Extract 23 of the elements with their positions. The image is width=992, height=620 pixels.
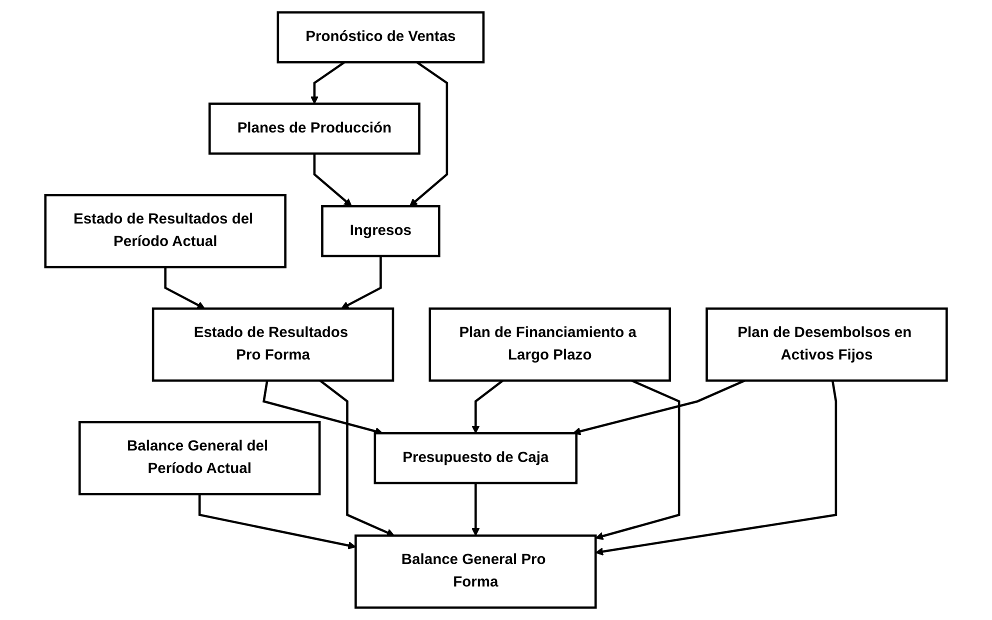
arrow xyxy=(198,494,356,550)
node-box xyxy=(78,420,321,496)
arrow xyxy=(572,380,746,436)
node-box xyxy=(321,205,440,258)
node-box xyxy=(152,307,394,382)
node-box xyxy=(354,534,597,609)
node-box xyxy=(428,307,671,382)
arrow xyxy=(164,267,206,309)
node-box xyxy=(706,307,948,382)
arrow xyxy=(319,380,395,536)
flowchart-drawing: Pronóstico de Ventas Planes de Producción Estado de Resultados del Período Actual Ingresos Estado de Resultados Pro Forma Plan de Financiamiento a Largo Plazo Plan de Desembolsos en Activos Fijos Balance General del Período Actual Presupuesto de Caja Balance General Pro Forma xyxy=(38,5,954,615)
arrow xyxy=(310,61,346,104)
arrow xyxy=(595,380,680,540)
arrow xyxy=(472,380,504,434)
node-box xyxy=(276,11,485,64)
node-box xyxy=(208,102,420,155)
arrow xyxy=(595,380,838,556)
arrow xyxy=(340,256,382,309)
node-box xyxy=(44,194,286,268)
node-box xyxy=(374,432,578,484)
arrow xyxy=(472,483,480,536)
arrow xyxy=(409,61,448,207)
arrow xyxy=(313,154,352,207)
